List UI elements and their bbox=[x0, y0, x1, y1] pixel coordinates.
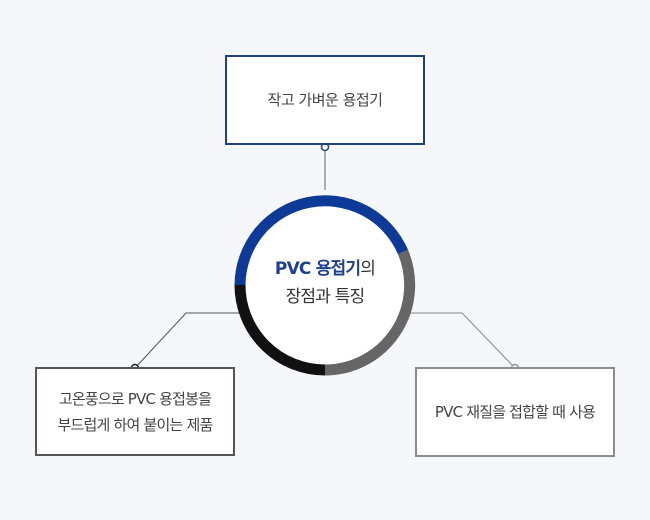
feature-text-top: 작고 가벼운 용접기 bbox=[267, 91, 383, 109]
feature-box-left: 고온풍으로 PVC 용접봉을 부드럽게 하여 붙이는 제품 bbox=[35, 367, 235, 456]
feature-box-top: 작고 가벼운 용접기 bbox=[225, 55, 425, 145]
center-label: PVC 용접기의 장점과 특징 bbox=[255, 255, 395, 315]
ring-segment-black bbox=[234, 284, 326, 376]
center-title-suffix: 의 bbox=[360, 259, 376, 279]
center-disk bbox=[241, 201, 409, 369]
feature-text-right: PVC 재질을 접합할 때 사용 bbox=[434, 403, 596, 421]
feature-box-right: PVC 재질을 접합할 때 사용 bbox=[415, 367, 615, 457]
center-title-highlight: PVC 용접기 bbox=[274, 259, 361, 279]
ring-segment-gray bbox=[324, 249, 416, 376]
ring-segment-blue bbox=[234, 195, 409, 286]
connector-left bbox=[134, 312, 250, 369]
feature-text-left-line1: 고온풍으로 PVC 용접봉을 bbox=[58, 389, 212, 408]
connector-right bbox=[400, 312, 516, 369]
center-title-line2: 장점과 특징 bbox=[285, 287, 366, 307]
feature-text-left-line2: 부드럽게 하여 붙이는 제품 bbox=[57, 415, 214, 434]
center-title-line1: PVC 용접기의 bbox=[255, 255, 395, 283]
